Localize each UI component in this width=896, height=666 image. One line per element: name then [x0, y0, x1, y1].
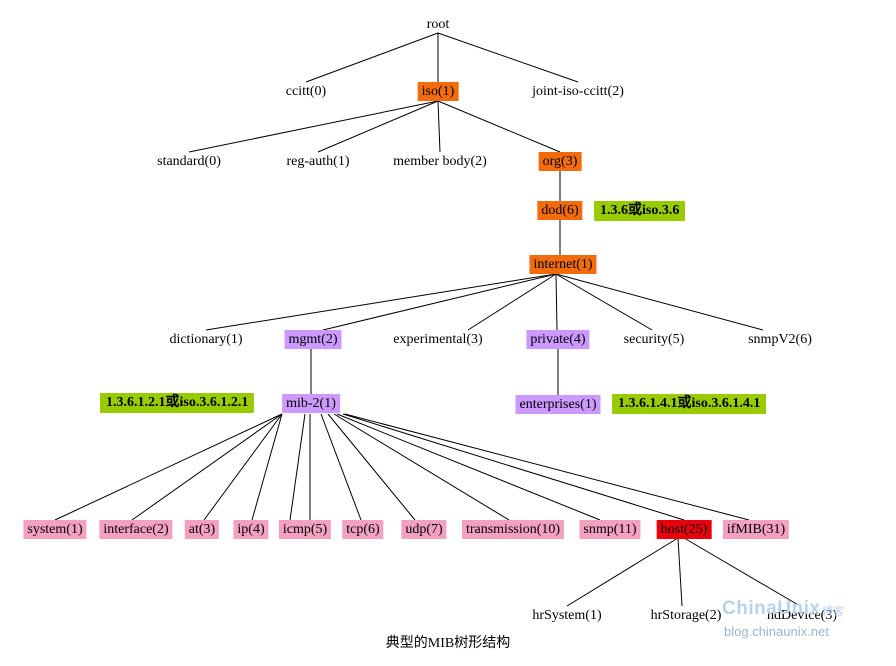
diagram-caption: 典型的MIB树形结构 — [385, 636, 511, 651]
node-mgmt: mgmt(2) — [284, 330, 342, 349]
tree-edge — [566, 537, 679, 607]
tree-edge — [289, 413, 306, 521]
node-at: at(3) — [184, 520, 220, 539]
tree-edge — [305, 32, 439, 83]
tree-edge — [203, 413, 283, 521]
tree-edge — [342, 413, 685, 521]
node-hrsystem: hrSystem(1) — [532, 608, 602, 623]
tree-edge — [336, 413, 601, 521]
tree-edge — [677, 537, 683, 607]
node-host: host(25) — [656, 520, 712, 539]
tree-edge — [131, 413, 283, 521]
node-internet: internet(1) — [529, 255, 597, 274]
node-dictionary: dictionary(1) — [169, 332, 243, 347]
tree-edge — [327, 413, 416, 521]
tree-edge — [54, 413, 283, 521]
tree-edge — [467, 273, 557, 331]
oid-label-enterprises: 1.3.6.1.4.1或iso.3.6.1.4.1 — [612, 394, 767, 414]
node-hrdevice: hdDevice(3) — [767, 608, 837, 623]
tree-edge — [333, 413, 510, 521]
node-root: root — [426, 17, 450, 32]
node-mib-2: mib-2(1) — [282, 394, 340, 413]
node-standard: standard(0) — [157, 154, 221, 169]
node-tcp: tcp(6) — [342, 520, 384, 539]
node-dod: dod(6) — [537, 201, 583, 220]
tree-edge — [251, 413, 283, 521]
tree-edge — [555, 273, 558, 331]
node-enterprises: enterprises(1) — [515, 395, 601, 414]
node-ccitt: ccitt(0) — [285, 84, 327, 99]
node-experimental: experimental(3) — [393, 332, 483, 347]
node-member-body: member body(2) — [393, 154, 487, 169]
tree-edge — [683, 537, 801, 607]
tree-edge — [205, 273, 557, 331]
watermark-brand: ChinaUnix — [722, 598, 821, 619]
node-ip: ip(4) — [233, 520, 269, 539]
tree-edge — [555, 273, 653, 331]
node-security: security(5) — [623, 332, 685, 347]
node-snmpv2: snmpV2(6) — [748, 332, 812, 347]
node-transmission: transmission(10) — [461, 520, 565, 539]
watermark-url: blog.chinaunix.net — [724, 624, 829, 639]
watermark-blog-label: 博客 — [822, 605, 844, 618]
tree-edge — [320, 413, 362, 521]
tree-edge — [322, 273, 557, 331]
node-icmp: icmp(5) — [278, 520, 332, 539]
node-iso: iso(1) — [417, 82, 459, 101]
tree-edge — [555, 273, 764, 331]
node-hrstorage: hrStorage(2) — [650, 608, 722, 623]
node-udp: udp(7) — [401, 520, 447, 539]
node-reg-auth: reg-auth(1) — [286, 154, 350, 169]
oid-label-mib2: 1.3.6.1.2.1或iso.3.6.1.2.1 — [100, 393, 255, 413]
tree-edge — [437, 100, 561, 153]
node-system: system(1) — [23, 520, 87, 539]
oid-label-dod: 1.3.6或iso.3.6 — [594, 201, 686, 221]
node-snmp: snmp(11) — [579, 520, 641, 539]
node-org: org(3) — [538, 152, 582, 171]
node-ifmib: ifMIB(31) — [722, 520, 790, 539]
node-interface: interface(2) — [99, 520, 173, 539]
node-private: private(4) — [526, 330, 590, 349]
tree-edge — [437, 100, 441, 153]
node-joint-iso-ccitt: joint-iso-ccitt(2) — [532, 84, 624, 99]
tree-edge — [437, 32, 579, 83]
tree-edge — [344, 413, 750, 521]
tree-edge — [317, 100, 439, 153]
tree-edge — [188, 100, 439, 153]
